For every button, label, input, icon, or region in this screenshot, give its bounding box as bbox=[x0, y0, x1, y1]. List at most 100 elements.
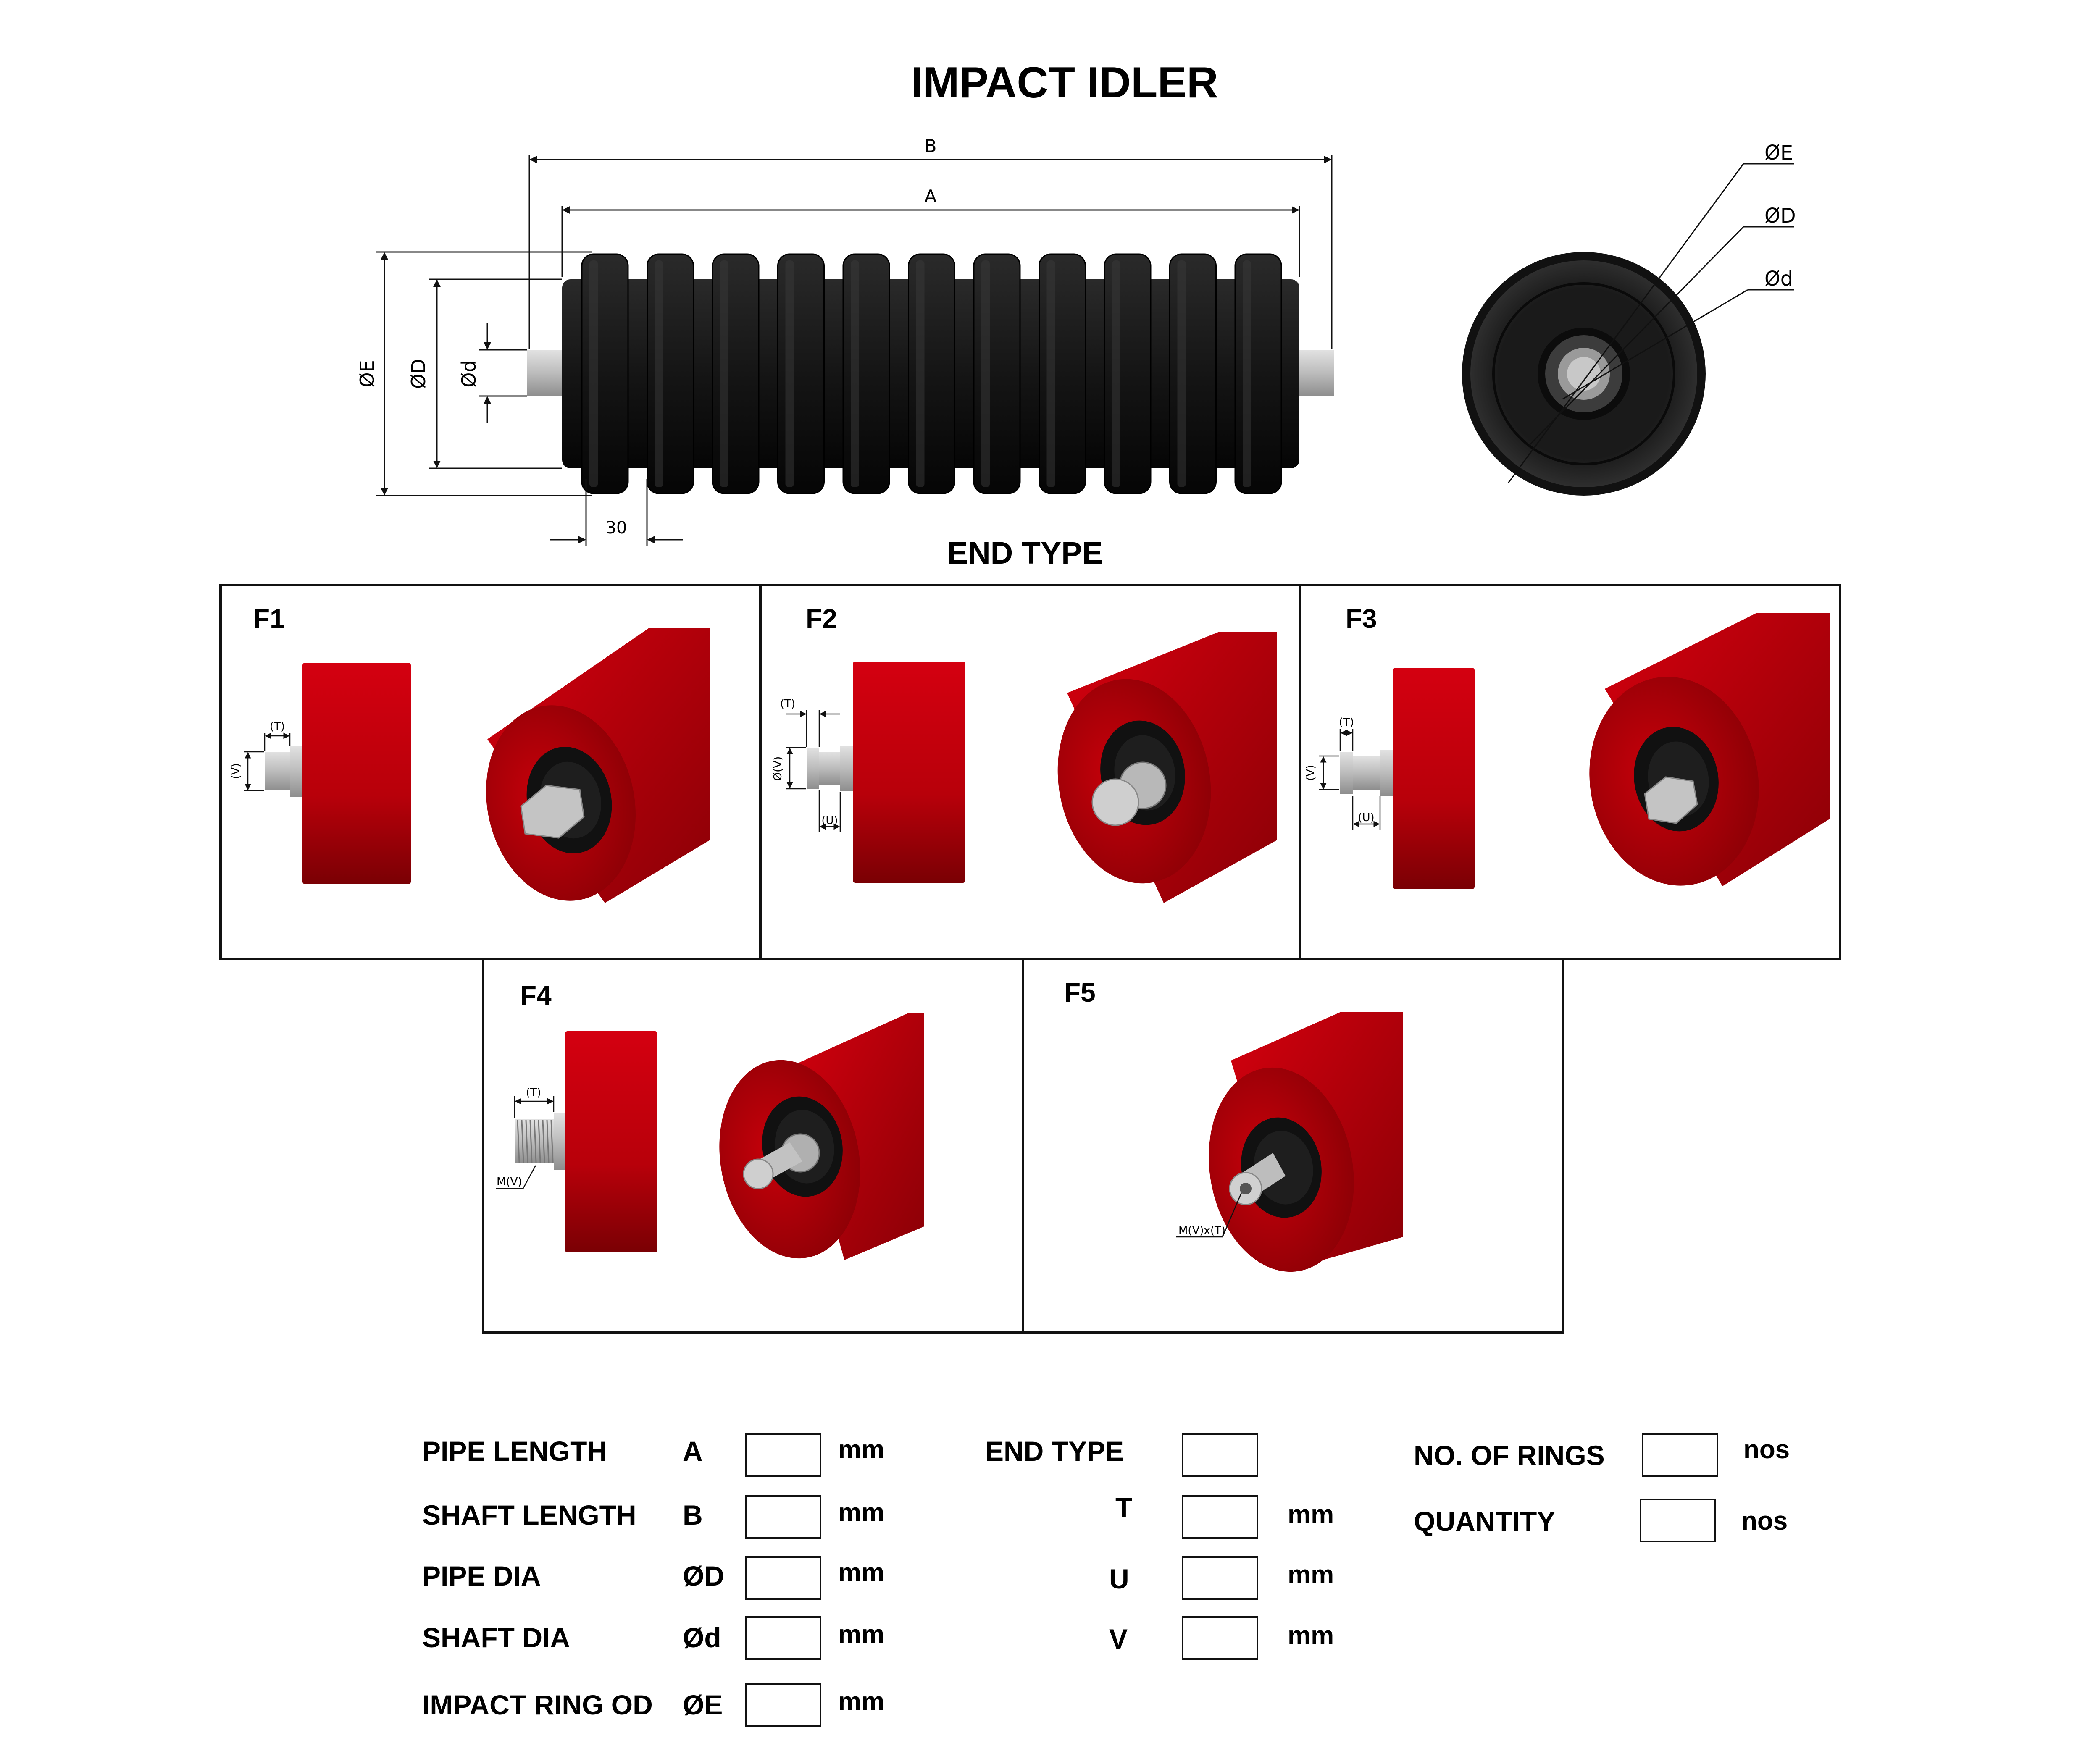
form-symbol-pipe-dia: ØD bbox=[683, 1560, 724, 1591]
end-dim-label-E: ØE bbox=[1764, 141, 1793, 165]
dim-F2-U: (U) bbox=[821, 814, 838, 827]
impact-ring bbox=[973, 253, 1021, 494]
thread-line bbox=[529, 1120, 533, 1163]
impact-ring bbox=[1104, 253, 1152, 494]
form-symbol-pipe-length: A bbox=[683, 1436, 703, 1467]
impact-ring-highlight bbox=[1243, 260, 1251, 487]
dim-F2-T: (T) bbox=[780, 698, 795, 710]
form-label-impact-ring-od: IMPACT RING OD bbox=[422, 1689, 653, 1720]
quantity-input[interactable] bbox=[1640, 1499, 1716, 1542]
pipe-dia-input[interactable] bbox=[745, 1556, 821, 1600]
roller-side-F3 bbox=[1393, 668, 1475, 889]
form-label-T: T bbox=[1115, 1492, 1132, 1523]
U-input[interactable] bbox=[1182, 1556, 1258, 1600]
side-view-dimensions bbox=[376, 155, 1333, 546]
impact-ring bbox=[908, 253, 955, 494]
impact-ring-groove bbox=[1492, 282, 1675, 465]
impact-ring bbox=[777, 253, 825, 494]
impact-ring-highlight bbox=[916, 260, 925, 487]
impact-ring-highlight bbox=[589, 260, 598, 487]
form-symbol-shaft-length: B bbox=[683, 1499, 703, 1530]
panel-label-F1: F1 bbox=[253, 604, 285, 634]
thread-line bbox=[550, 1120, 554, 1163]
no-of-rings-input[interactable] bbox=[1642, 1433, 1718, 1477]
idler-end-view bbox=[1462, 252, 1706, 496]
T-input[interactable] bbox=[1182, 1495, 1258, 1539]
form-unit-no-of-rings: nos bbox=[1743, 1435, 1790, 1464]
form-symbol-shaft-dia: Ød bbox=[683, 1622, 721, 1653]
form-unit-T: mm bbox=[1288, 1500, 1334, 1529]
impact-ring-highlight bbox=[785, 260, 794, 487]
panel-F2-drawing: (T) Ø(V) (U) bbox=[772, 632, 1277, 903]
panel-label-F4: F4 bbox=[520, 980, 552, 1011]
impact-ring bbox=[1039, 253, 1086, 494]
form-symbol-impact-ring-od: ØE bbox=[683, 1689, 723, 1720]
form-right-column: NO. OF RINGS nos QUANTITY nos bbox=[1414, 1433, 1790, 1542]
shaft-dia-input[interactable] bbox=[745, 1616, 821, 1660]
dim-F4-MV: M(V) bbox=[497, 1176, 522, 1188]
impact-ring-highlight bbox=[655, 260, 663, 487]
dim-F3-U: (U) bbox=[1358, 811, 1374, 824]
form-unit-shaft-length: mm bbox=[838, 1498, 884, 1527]
thread-line bbox=[546, 1120, 550, 1163]
impact-rings bbox=[581, 253, 1282, 494]
form-unit-impact-ring-od: mm bbox=[838, 1687, 884, 1716]
thread-line bbox=[534, 1120, 537, 1163]
form-label-V: V bbox=[1109, 1623, 1128, 1654]
form-unit-V: mm bbox=[1288, 1621, 1334, 1650]
roller-side-F2 bbox=[853, 662, 965, 883]
impact-ring-highlight bbox=[1112, 260, 1120, 487]
roller-side-F4 bbox=[565, 1031, 657, 1252]
panel-F1-drawing: (T) (V) bbox=[230, 628, 710, 903]
form-unit-pipe-length: mm bbox=[838, 1435, 884, 1464]
dim-label-phiE: ØE bbox=[356, 360, 379, 387]
threaded-end-iso-F4 bbox=[743, 1158, 774, 1189]
thread-line bbox=[538, 1120, 541, 1163]
thread-lines-F4 bbox=[517, 1120, 554, 1163]
tapped-hole-F5 bbox=[1240, 1183, 1252, 1194]
form-left-column: PIPE LENGTH A mm SHAFT LENGTH B mm PIPE … bbox=[422, 1433, 884, 1727]
dim-F4-T: (T) bbox=[526, 1087, 541, 1099]
form-middle-column: END TYPE T mm U mm V mm bbox=[985, 1433, 1334, 1660]
dim-F3-T: (T) bbox=[1339, 716, 1354, 729]
impact-ring-highlight bbox=[720, 260, 728, 487]
form-label-no-of-rings: NO. OF RINGS bbox=[1414, 1440, 1605, 1471]
dim-label-A: A bbox=[925, 186, 937, 207]
impact-ring bbox=[1234, 253, 1282, 494]
roller-side-F1 bbox=[302, 663, 411, 884]
shaft-length-input[interactable] bbox=[745, 1495, 821, 1539]
panel-frames bbox=[219, 584, 1841, 1334]
panel-label-F5: F5 bbox=[1064, 977, 1096, 1008]
shaft-end-iso-F2 bbox=[1091, 778, 1139, 826]
impact-ring-highlight bbox=[1046, 260, 1055, 487]
shaft-collar-F1 bbox=[290, 746, 302, 797]
impact-ring bbox=[1169, 253, 1217, 494]
end-type-heading: END TYPE bbox=[947, 536, 1103, 570]
shaft-right bbox=[1297, 350, 1334, 396]
impact-ring-od-input[interactable] bbox=[745, 1683, 821, 1727]
form-unit-shaft-dia: mm bbox=[838, 1620, 884, 1649]
shaft-collar-F2 bbox=[840, 746, 853, 791]
dim-F1-T: (T) bbox=[270, 720, 285, 733]
thread-line bbox=[517, 1120, 520, 1163]
V-input[interactable] bbox=[1182, 1616, 1258, 1660]
dim-F2-V: Ø(V) bbox=[772, 756, 784, 781]
dim-label-phid: Ød bbox=[457, 360, 480, 387]
pipe-length-input[interactable] bbox=[745, 1433, 821, 1477]
dim-label-ring-pitch: 30 bbox=[606, 518, 627, 538]
shaft-head-F3 bbox=[1340, 752, 1353, 794]
form-label-shaft-dia: SHAFT DIA bbox=[422, 1622, 570, 1653]
impact-ring bbox=[647, 253, 694, 494]
form-label-end-type: END TYPE bbox=[985, 1436, 1124, 1467]
panel-label-F3: F3 bbox=[1346, 604, 1377, 634]
dim-label-B: B bbox=[925, 136, 937, 156]
end-type-input[interactable] bbox=[1182, 1433, 1258, 1477]
form-unit-U: mm bbox=[1288, 1560, 1334, 1589]
form-label-U: U bbox=[1109, 1563, 1129, 1594]
impact-ring-highlight bbox=[981, 260, 990, 487]
panel-F4-drawing: (T) M(V) bbox=[496, 1013, 924, 1260]
shaft-collar-F4 bbox=[554, 1113, 565, 1170]
form-label-pipe-length: PIPE LENGTH bbox=[422, 1436, 607, 1467]
